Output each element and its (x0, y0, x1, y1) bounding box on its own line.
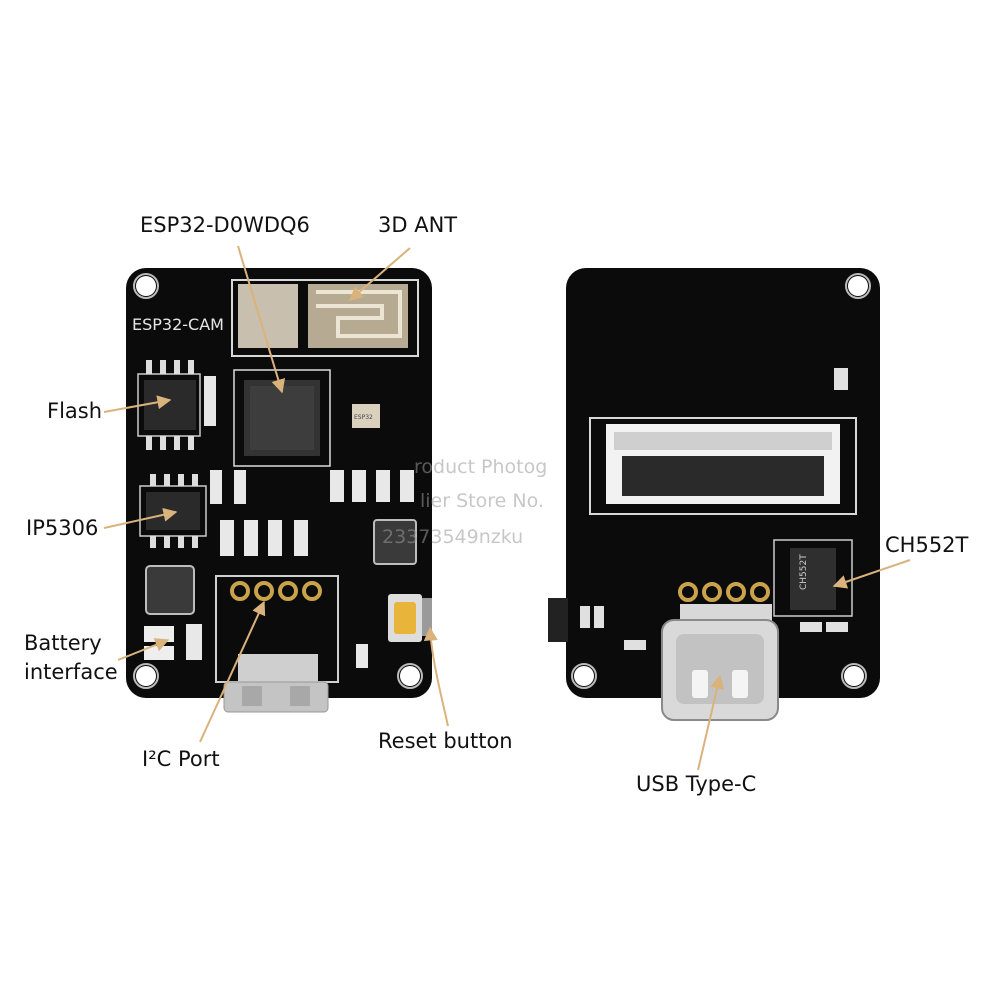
ch552t-marking: CH552T (799, 554, 809, 590)
reset-button-component (388, 594, 432, 642)
leader-lines (103, 245, 911, 771)
leader-ip5306 (103, 507, 178, 529)
leader-esp32 (237, 245, 286, 394)
back-mounting-holes (571, 273, 871, 689)
leader-battery (117, 638, 170, 661)
small-component: ESP32 (352, 404, 380, 428)
side-switch (548, 598, 568, 642)
label-ch552t: CH552T (885, 533, 969, 557)
label-interface: interface (24, 660, 118, 684)
inductor (145, 565, 195, 615)
front-mounting-holes (133, 273, 423, 689)
watermark-line2: lier Store No. (420, 490, 544, 512)
back-board: CH552T (548, 268, 880, 721)
watermark-line3: 23373549nzku (382, 526, 524, 548)
back-passives (580, 368, 848, 650)
label-flash: Flash (47, 399, 103, 423)
label-usb-type-c: USB Type-C (636, 772, 757, 796)
esp32-chip (233, 369, 331, 467)
label-reset-button: Reset button (378, 729, 513, 753)
esp32-cam-silk: ESP32-CAM (132, 315, 224, 334)
leader-usb (697, 674, 724, 771)
ch552t-chip: CH552T (773, 539, 853, 617)
leader-ant (348, 247, 411, 301)
label-ip5306: IP5306 (26, 516, 99, 540)
passive-components (186, 376, 414, 668)
front-pcb (126, 268, 432, 698)
usb-connector-front (223, 654, 329, 713)
label-i2c-port: I²C Port (142, 747, 220, 771)
camera-connector (589, 417, 857, 515)
leader-ch552t (832, 559, 911, 589)
inductor-2 (373, 519, 417, 565)
leader-reset (423, 626, 449, 727)
usb-type-c-connector (661, 604, 779, 721)
label-3d-ant: 3D ANT (378, 213, 458, 237)
leader-flash (103, 395, 172, 413)
label-battery: Battery (24, 631, 102, 655)
i2c-header (215, 575, 339, 683)
back-header-pads (678, 582, 770, 602)
watermark-line1: roduct Photog (414, 456, 548, 478)
label-esp32-d0wdq6: ESP32-D0WDQ6 (140, 213, 310, 237)
esp32-marking: ESP32 (354, 414, 373, 421)
front-board: ESP32-CAM ESP32 (126, 268, 432, 713)
leader-i2c (199, 600, 266, 743)
